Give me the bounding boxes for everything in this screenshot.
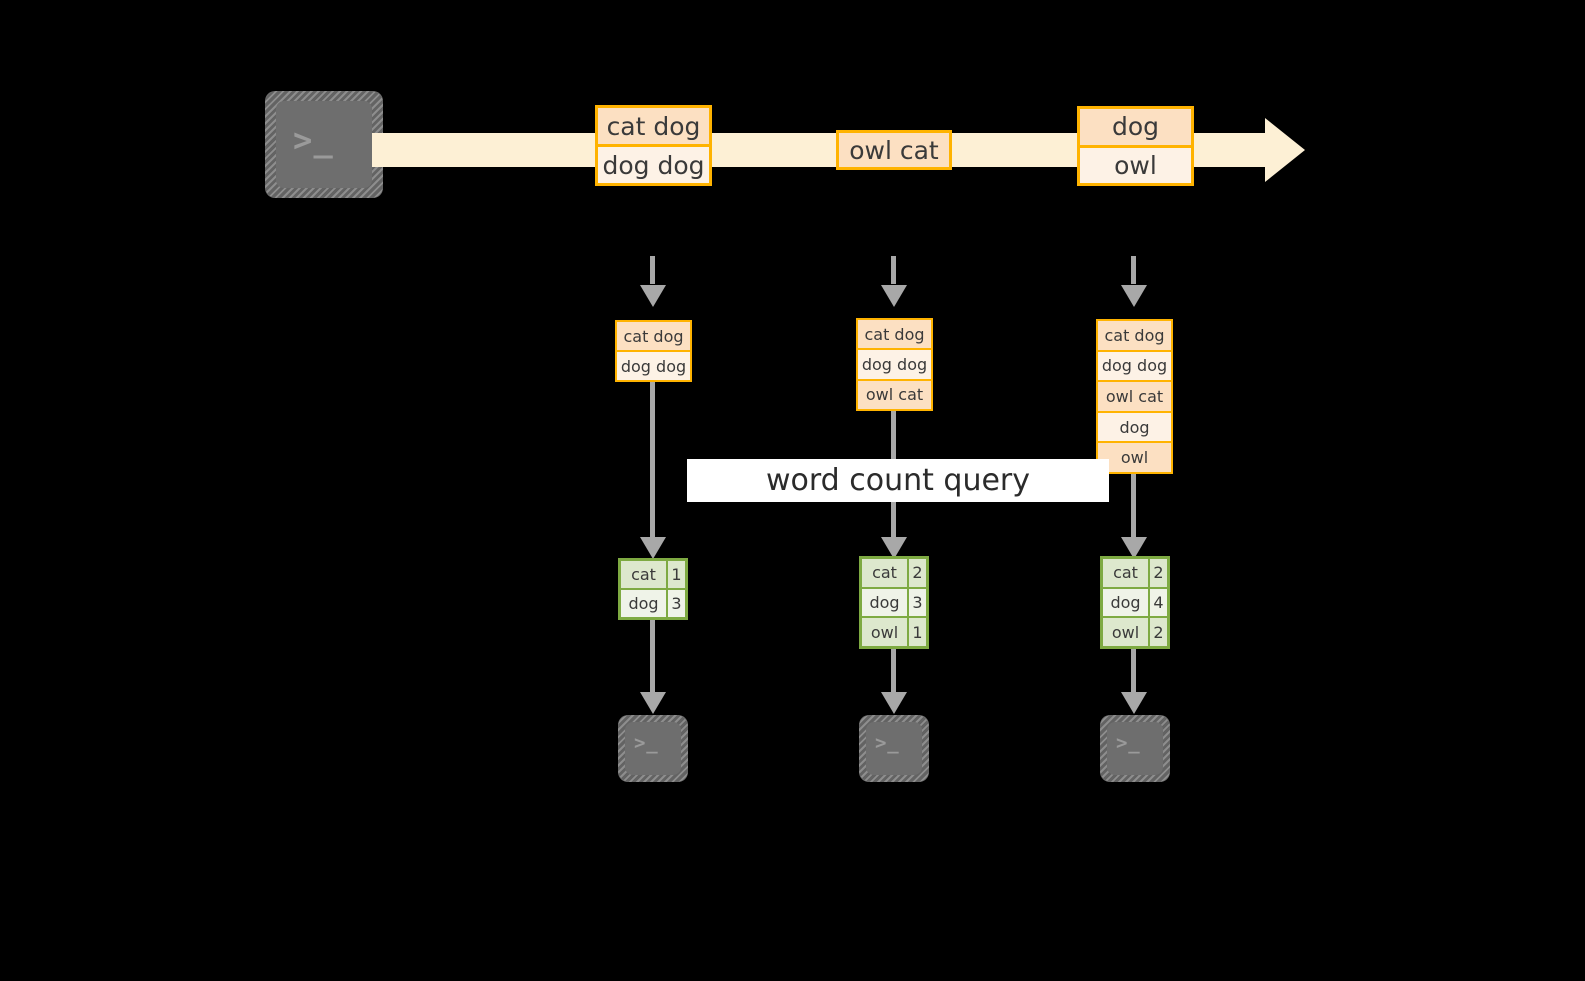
accumulated-row: dog dog <box>617 350 690 380</box>
table-row: dog 4 <box>1103 586 1167 617</box>
table-row: owl 2 <box>1103 616 1167 647</box>
sink-arrow-head-2 <box>881 692 907 714</box>
result-word-cell: dog <box>1103 588 1148 617</box>
table-row: owl 1 <box>862 616 926 647</box>
table-row: cat 2 <box>862 559 926 587</box>
terminal-prompt-glyph: >_ <box>293 121 335 159</box>
accumulated-row: dog dog <box>1098 349 1171 381</box>
sink-terminal-icon-2: >_ <box>859 715 929 782</box>
snapshot-tap-dash-3 <box>1131 256 1136 284</box>
stream-event-row: dog <box>1080 109 1191 145</box>
stream-event-group-2: owl cat <box>836 130 952 170</box>
sink-arrow-head-1 <box>640 692 666 714</box>
result-word-cell: dog <box>862 588 907 617</box>
accumulated-stack-1: cat dog dog dog <box>615 320 692 382</box>
query-arrow-line-1 <box>650 382 655 537</box>
accumulated-row: dog <box>1098 410 1171 442</box>
accumulated-row: dog dog <box>858 348 931 379</box>
result-count-cell: 3 <box>907 588 926 617</box>
result-table-3: cat 2 dog 4 owl 2 <box>1100 556 1170 649</box>
result-word-cell: cat <box>1103 559 1148 587</box>
stream-event-row: owl <box>1080 144 1191 183</box>
result-count-cell: 2 <box>907 559 926 587</box>
result-count-cell: 4 <box>1148 588 1167 617</box>
accumulated-row: cat dog <box>1098 321 1171 350</box>
accumulated-row: owl cat <box>858 378 931 409</box>
accumulated-stack-2: cat dog dog dog owl cat <box>856 318 933 411</box>
result-table-2: cat 2 dog 3 owl 1 <box>859 556 929 649</box>
table-row: dog 3 <box>862 586 926 617</box>
table-row: dog 3 <box>621 588 685 617</box>
sink-arrow-line-3 <box>1131 649 1136 692</box>
result-count-cell: 2 <box>1148 559 1167 587</box>
stream-event-group-3: dog owl <box>1077 106 1194 186</box>
result-table-1: cat 1 dog 3 <box>618 558 688 620</box>
terminal-prompt-glyph: >_ <box>875 732 900 754</box>
snapshot-tap-arrowhead-3 <box>1121 285 1147 307</box>
snapshot-tap-arrowhead-2 <box>881 285 907 307</box>
stream-event-row: cat dog <box>598 108 709 144</box>
query-label: word count query <box>687 459 1109 502</box>
accumulated-row: owl cat <box>1098 380 1171 411</box>
terminal-screen <box>1107 722 1163 775</box>
table-row: cat 2 <box>1103 559 1167 587</box>
query-arrow-head-2 <box>881 537 907 559</box>
snapshot-tap-arrowhead-1 <box>640 285 666 307</box>
sink-arrow-line-2 <box>891 649 896 692</box>
terminal-prompt-glyph: >_ <box>634 732 659 754</box>
table-row: cat 1 <box>621 561 685 588</box>
snapshot-tap-dash-1 <box>650 256 655 284</box>
accumulated-row: cat dog <box>858 320 931 349</box>
stream-event-row: dog dog <box>598 144 709 183</box>
terminal-prompt-glyph: >_ <box>1116 732 1141 754</box>
snapshot-tap-dash-2 <box>891 256 896 284</box>
result-word-cell: owl <box>862 618 907 647</box>
sink-arrow-head-3 <box>1121 692 1147 714</box>
result-word-cell: cat <box>621 561 666 588</box>
accumulated-row: owl <box>1098 441 1171 472</box>
event-stream-arrowhead <box>1265 118 1305 182</box>
stream-event-row: owl cat <box>839 133 949 167</box>
result-count-cell: 1 <box>907 618 926 647</box>
sink-arrow-line-1 <box>650 620 655 692</box>
result-word-cell: dog <box>621 590 666 617</box>
accumulated-row: cat dog <box>617 322 690 350</box>
sink-terminal-icon-3: >_ <box>1100 715 1170 782</box>
terminal-screen <box>276 101 372 188</box>
result-count-cell: 3 <box>666 590 685 617</box>
sink-terminal-icon-1: >_ <box>618 715 688 782</box>
result-word-cell: cat <box>862 559 907 587</box>
result-word-cell: owl <box>1103 618 1148 647</box>
result-count-cell: 1 <box>666 561 685 588</box>
terminal-screen <box>625 722 681 775</box>
source-terminal-icon: >_ <box>265 91 383 198</box>
result-count-cell: 2 <box>1148 618 1167 647</box>
query-arrow-head-1 <box>640 537 666 559</box>
query-arrow-line-3 <box>1131 474 1136 537</box>
terminal-screen <box>866 722 922 775</box>
accumulated-stack-3: cat dog dog dog owl cat dog owl <box>1096 319 1173 474</box>
query-arrow-head-3 <box>1121 537 1147 559</box>
stream-event-group-1: cat dog dog dog <box>595 105 712 186</box>
